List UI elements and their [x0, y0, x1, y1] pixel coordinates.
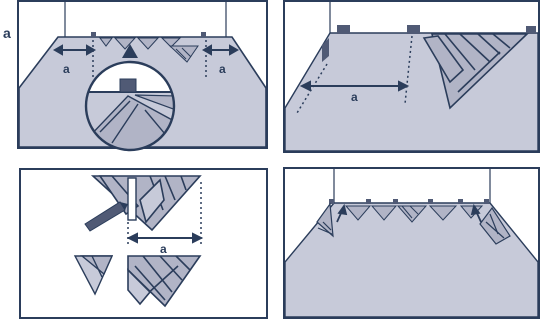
dimension-label: a	[351, 90, 358, 104]
panel-top-left: a a	[17, 0, 268, 152]
dimension-right	[201, 44, 240, 56]
spacer-block	[119, 78, 137, 93]
spacer	[458, 199, 463, 204]
pointer-triangle	[122, 44, 138, 58]
herringbone-measure	[90, 175, 202, 232]
herringbone-remaining	[127, 255, 202, 308]
herringbone-large	[422, 33, 529, 110]
cut-piece	[73, 255, 114, 296]
magnifier-inset	[84, 60, 176, 152]
dimension-arrow	[299, 80, 410, 92]
spacer	[407, 25, 420, 34]
spacer	[526, 26, 536, 34]
panel-bottom-right	[283, 167, 540, 319]
end-piece-right	[479, 206, 511, 245]
panel-top-right: a	[283, 0, 540, 153]
spacer	[337, 25, 350, 34]
spacer	[329, 199, 334, 204]
spacer	[201, 32, 206, 37]
panel-bottom-left: a	[19, 168, 268, 319]
end-piece-left	[316, 202, 334, 238]
herringbone-row	[99, 37, 199, 63]
dimension-label-left: a	[63, 62, 70, 76]
wall-spacer	[322, 38, 329, 62]
spacer	[428, 199, 433, 204]
insert-arrow-right	[470, 203, 482, 223]
spacer	[366, 199, 371, 204]
spacer-bar	[127, 177, 137, 221]
dimension-label-right: a	[219, 62, 226, 76]
pencil-icon	[84, 201, 128, 232]
dotted-guide	[404, 35, 413, 105]
herringbone-row	[344, 205, 484, 223]
dimension-left	[52, 44, 97, 56]
spacer	[484, 199, 489, 204]
dimension-arrow	[126, 232, 204, 244]
insert-arrow-left	[336, 203, 348, 223]
spacer	[91, 32, 96, 37]
dimension-label: a	[160, 242, 167, 256]
spacer	[393, 199, 398, 204]
step-label: a	[3, 25, 11, 41]
